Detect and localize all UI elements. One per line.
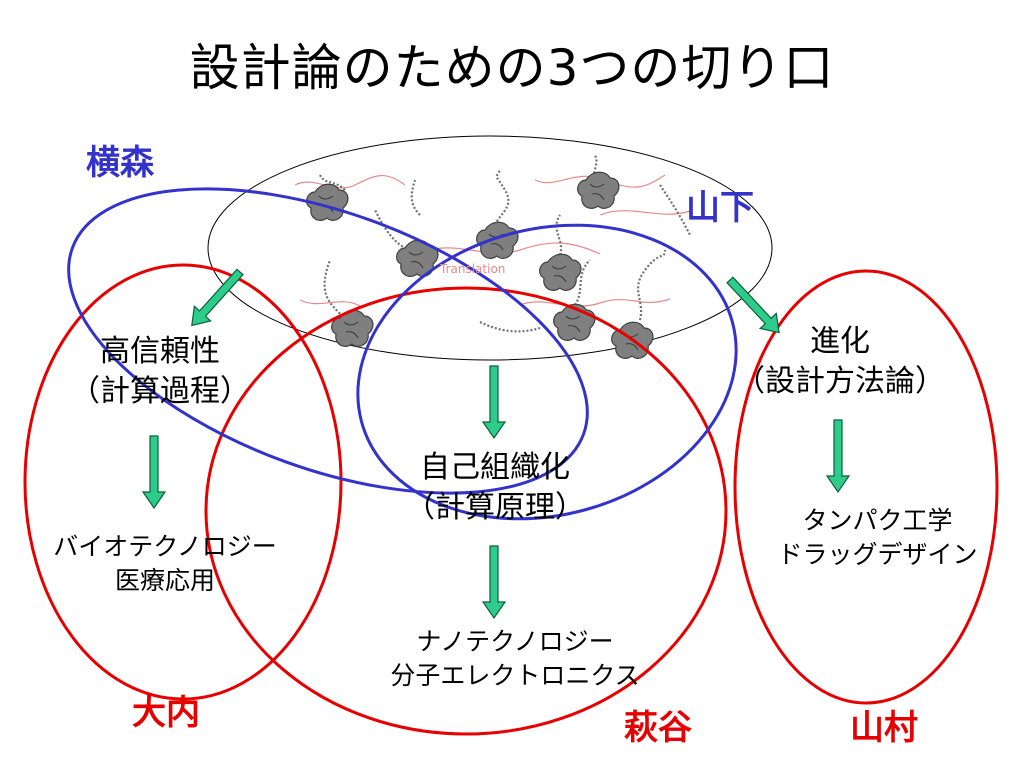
arrow-center-down: [482, 545, 506, 619]
ouchi-ellipse: [23, 263, 343, 701]
yamamura-ellipse: [733, 269, 999, 705]
node-biotech: バイオテクノロジー 医療応用: [20, 530, 310, 598]
node-protein-engineering-line2: ドラッグデザイン: [777, 540, 978, 569]
node-evolution-line1: 進化: [810, 324, 870, 359]
translation-image: [207, 135, 773, 361]
node-evolution: 進化 （設計方法論）: [720, 322, 960, 402]
node-protein-engineering: タンパク工学 ドラッグデザイン: [745, 504, 1010, 572]
page-title: 設計論のための3つの切り口: [189, 39, 835, 97]
yamashita-ellipse: [356, 223, 738, 521]
name-yamashita: 山下: [686, 188, 754, 228]
hagiya-ellipse: [204, 286, 728, 736]
name-yamamura: 山村: [850, 708, 918, 748]
node-nanotech: ナノテクノロジー 分子エレクトロニクス: [360, 625, 670, 693]
node-nanotech-line1: ナノテクノロジー: [416, 627, 614, 656]
node-reliability-line1: 高信頼性: [100, 334, 220, 369]
node-protein-engineering-line1: タンパク工学: [802, 506, 953, 535]
arrow-right-down: [826, 419, 850, 493]
node-self-organization-line1: 自己組織化: [420, 450, 570, 485]
node-reliability-line2: （計算過程）: [70, 374, 250, 409]
name-yokomori: 横森: [86, 143, 154, 183]
red-groups: [23, 263, 999, 736]
translation-label: Translation: [440, 262, 506, 276]
yokomori-ellipse: [67, 187, 589, 495]
node-biotech-line1: バイオテクノロジー: [53, 532, 277, 561]
node-reliability: 高信頼性 （計算過程）: [40, 332, 280, 412]
arrow-image-to-center: [482, 365, 506, 439]
node-self-organization-line2: （計算原理）: [405, 490, 585, 525]
node-evolution-line2: （設計方法論）: [735, 364, 945, 399]
arrow-left-down: [142, 435, 166, 509]
node-biotech-line2: 医療応用: [114, 566, 215, 595]
node-self-organization: 自己組織化 （計算原理）: [370, 448, 620, 528]
name-ouchi: 大内: [132, 693, 200, 733]
blue-groups: [67, 187, 738, 521]
node-nanotech-line2: 分子エレクトロニクス: [390, 661, 640, 690]
name-hagiya: 萩谷: [624, 708, 692, 748]
